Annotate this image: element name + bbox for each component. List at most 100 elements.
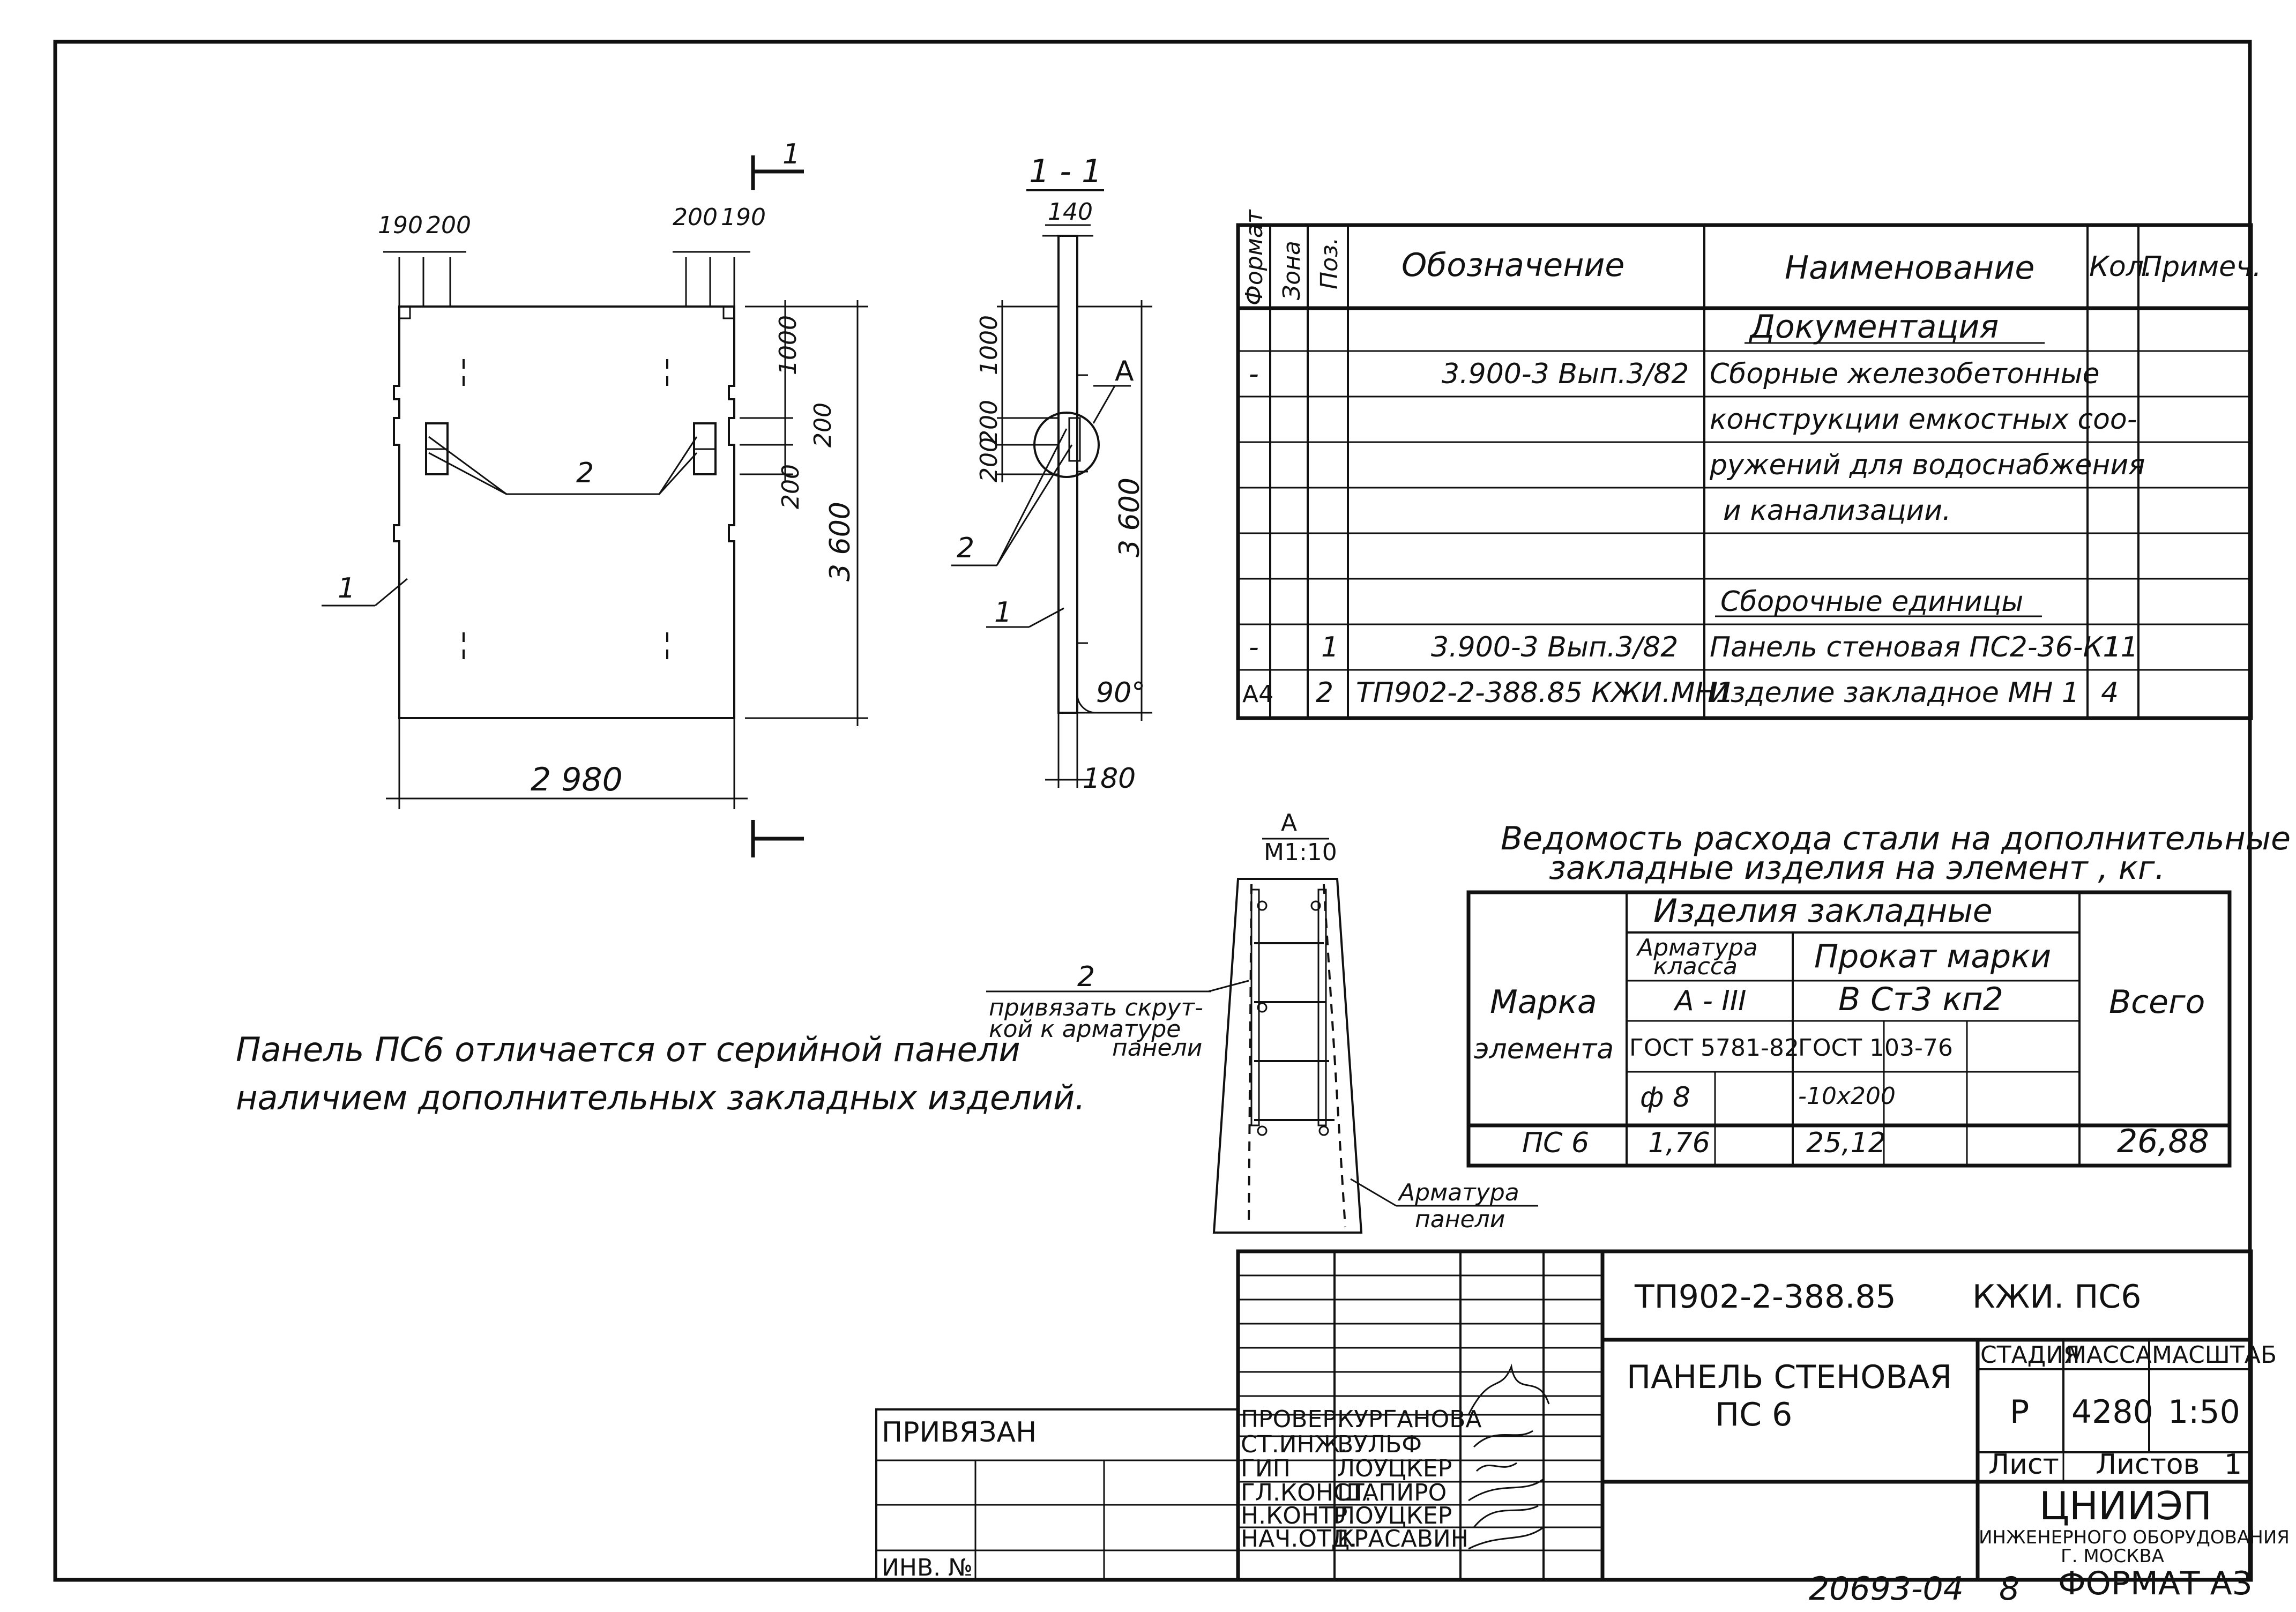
steel-header-rebar-2: класса [1653, 953, 1738, 980]
stamp-role-3: ГЛ.КОНСТ. [1241, 1479, 1371, 1506]
spec-row-1-name: Сборные железобетонные [1710, 358, 2100, 390]
steel-header-items: Изделия закладные [1653, 892, 1993, 930]
stamp-inv: ИНВ. № [882, 1554, 973, 1581]
stamp-role-4: Н.КОНТР. [1241, 1502, 1355, 1529]
stamp-org-2: ИНЖЕНЕРНОГО ОБОРУДОВАНИЯ [1979, 1527, 2290, 1548]
stamp-doc-code: ТП902-2-388.85 [1634, 1278, 1896, 1316]
panel-dim-200-left: 200 [426, 212, 471, 239]
steel-header-rebar-dia: ф 8 [1640, 1081, 1690, 1114]
section-view: 1 - 1 140 1000 200 200 3 600 A 2 [951, 153, 1152, 795]
steel-header-rebar-1: Арматура [1636, 934, 1758, 961]
spec-row-7-pos: 1 [1321, 631, 1339, 663]
steel-header-rebar-gost: ГОСТ 5781-82 [1629, 1034, 1799, 1062]
section-dim-200-a: 200 [975, 400, 1003, 445]
panel-dim-3600: 3 600 [824, 502, 856, 581]
steel-header-total: Всего [2109, 983, 2205, 1021]
spec-row-8-format: А4 [1242, 681, 1273, 708]
spec-row-7-name: Панель стеновая ПС2-36-К11 [1710, 631, 2138, 663]
section-angle: 90° [1096, 677, 1145, 709]
steel-row-mark: ПС 6 [1522, 1127, 1589, 1159]
stamp-stage: Р [2010, 1393, 2029, 1431]
stamp-mass-header: МАССА [2066, 1341, 2152, 1369]
steel-row-total: 26,88 [2117, 1123, 2209, 1160]
spec-header-qty: Кол. [2089, 251, 2153, 283]
panel-dim-200-a: 200 [809, 402, 837, 447]
stamp-role-0: ПРОВЕР. [1241, 1406, 1344, 1433]
stamp-name-0: КУРГАНОВА [1337, 1406, 1482, 1433]
steel-consumption-table: Ведомость расхода стали на дополнительны… [1466, 820, 2291, 1168]
detail-rebar-line-1: Арматура [1397, 1179, 1519, 1206]
panel-dim-190-left: 190 [378, 212, 423, 239]
spec-row-6-name: Сборочные единицы [1720, 586, 2023, 618]
spec-header-name: Наименование [1785, 249, 2034, 287]
spec-header-pos: Поз. [1316, 237, 1343, 289]
footer-number: 20693-04 [1809, 1570, 1964, 1608]
steel-header-rolled-size: -10х200 [1798, 1083, 1896, 1110]
detail-note-line-1: привязать скрут- [989, 994, 1203, 1021]
steel-header-mark-2: элемента [1474, 1033, 1614, 1065]
panel-front-view: 2 1 190 200 200 190 1000 200 200 3 600 [322, 138, 868, 857]
steel-header-rolled-gost: ГОСТ 103-76 [1798, 1034, 1953, 1062]
spec-header-zone: Зона [1278, 241, 1306, 300]
stamp-name-3: ШАПИРО [1337, 1479, 1447, 1506]
section-dim-1000: 1000 [975, 315, 1003, 375]
stamp-sheets-header: Листов [2096, 1449, 2200, 1481]
detail-view-A: A M1:10 2 привязать скрут- кой к арматур… [986, 809, 1538, 1234]
section-callout-A: A [1115, 355, 1134, 387]
spec-row-7-format: - [1249, 631, 1259, 663]
stamp-role-2: ГИП [1241, 1455, 1291, 1482]
detail-callout-2: 2 [1077, 961, 1095, 993]
stamp-scale-header: МАСШТАБ [2152, 1341, 2277, 1369]
note-line-1: Панель ПС6 отличается от серийной панели [236, 1030, 1020, 1069]
steel-header-rebar-class: А - III [1673, 985, 1746, 1017]
stamp-title-2: ПС 6 [1715, 1396, 1792, 1434]
detail-rebar-line-2: панели [1415, 1206, 1505, 1233]
section-callout-1: 1 [994, 596, 1012, 629]
note-line-2: наличием дополнительных закладных издели… [236, 1078, 1085, 1117]
stamp-mass: 4280 [2071, 1393, 2153, 1431]
panel-callout-2: 2 [576, 457, 594, 489]
stamp-name-4: ЛОУЦКЕР [1337, 1502, 1452, 1529]
spec-row-8-name: Изделие закладное МН 1 [1710, 677, 2079, 709]
panel-dim-1000: 1000 [774, 315, 802, 375]
stamp-org-3: Г. МОСКВА [2061, 1546, 2164, 1567]
spec-row-2-name: конструкции емкостных соо- [1710, 404, 2137, 436]
stamp-sheet-header: Лист [1988, 1449, 2059, 1481]
stamp-stage-header: СТАДИЯ [1980, 1341, 2080, 1369]
steel-title-line-1: Ведомость расхода стали на дополнительны… [1501, 820, 2291, 857]
stamp-role-1: СТ.ИНЖ. [1241, 1431, 1347, 1458]
specification-table: Формат Зона Поз. Обозначение Наименовани… [1236, 209, 2261, 720]
spec-row-4-name: и канализации. [1723, 495, 1951, 527]
stamp-role-5: НАЧ.ОТД. [1241, 1525, 1357, 1553]
detail-title: A [1281, 809, 1297, 837]
section-dim-3600: 3 600 [1114, 477, 1146, 557]
spec-row-7-qty: 1 [2104, 631, 2121, 663]
spec-row-8-qty: 4 [2101, 677, 2119, 709]
steel-header-mark-1: Марка [1490, 983, 1597, 1021]
panel-callout-1: 1 [338, 572, 355, 604]
steel-title-line-2: закладные изделия на элемент , кг. [1549, 849, 2165, 887]
spec-header-format: Формат [1241, 209, 1268, 305]
section-mark-top: 1 [782, 138, 800, 170]
panel-dim-190-right: 190 [721, 204, 766, 231]
steel-row-rebar: 1,76 [1648, 1127, 1710, 1159]
spec-header-note: Примеч. [2141, 251, 2261, 283]
steel-header-rolled-grade: В Ст3 кп2 [1838, 981, 2003, 1018]
spec-header-designation: Обозначение [1402, 247, 1624, 284]
stamp-doc-suffix: КЖИ. ПС6 [1972, 1278, 2141, 1316]
detail-scale: M1:10 [1264, 839, 1337, 866]
section-dim-180: 180 [1083, 763, 1136, 795]
spec-row-8-pos: 2 [1316, 677, 1333, 709]
spec-row-1-format: - [1249, 358, 1259, 390]
spec-row-0-name: Документация [1748, 308, 1999, 346]
detail-note-line-2: кой к арматуре [989, 1016, 1181, 1043]
stamp-title-1: ПАНЕЛЬ СТЕНОВАЯ [1627, 1359, 1952, 1396]
stamp-name-2: ЛОУЦКЕР [1337, 1455, 1452, 1482]
panel-dim-200-right: 200 [673, 204, 718, 231]
spec-row-3-name: ружений для водоснабжения [1709, 449, 2145, 481]
section-dim-200-b: 200 [975, 437, 1003, 482]
stamp-sheets-count: 1 [2224, 1449, 2242, 1481]
title-block: ПРИВЯЗАН ИНВ. № ПРОВЕР. КУРГАНОВА СТ.ИНЖ… [875, 1249, 2290, 1582]
stamp-org-1: ЦНИИЭП [2039, 1483, 2212, 1528]
